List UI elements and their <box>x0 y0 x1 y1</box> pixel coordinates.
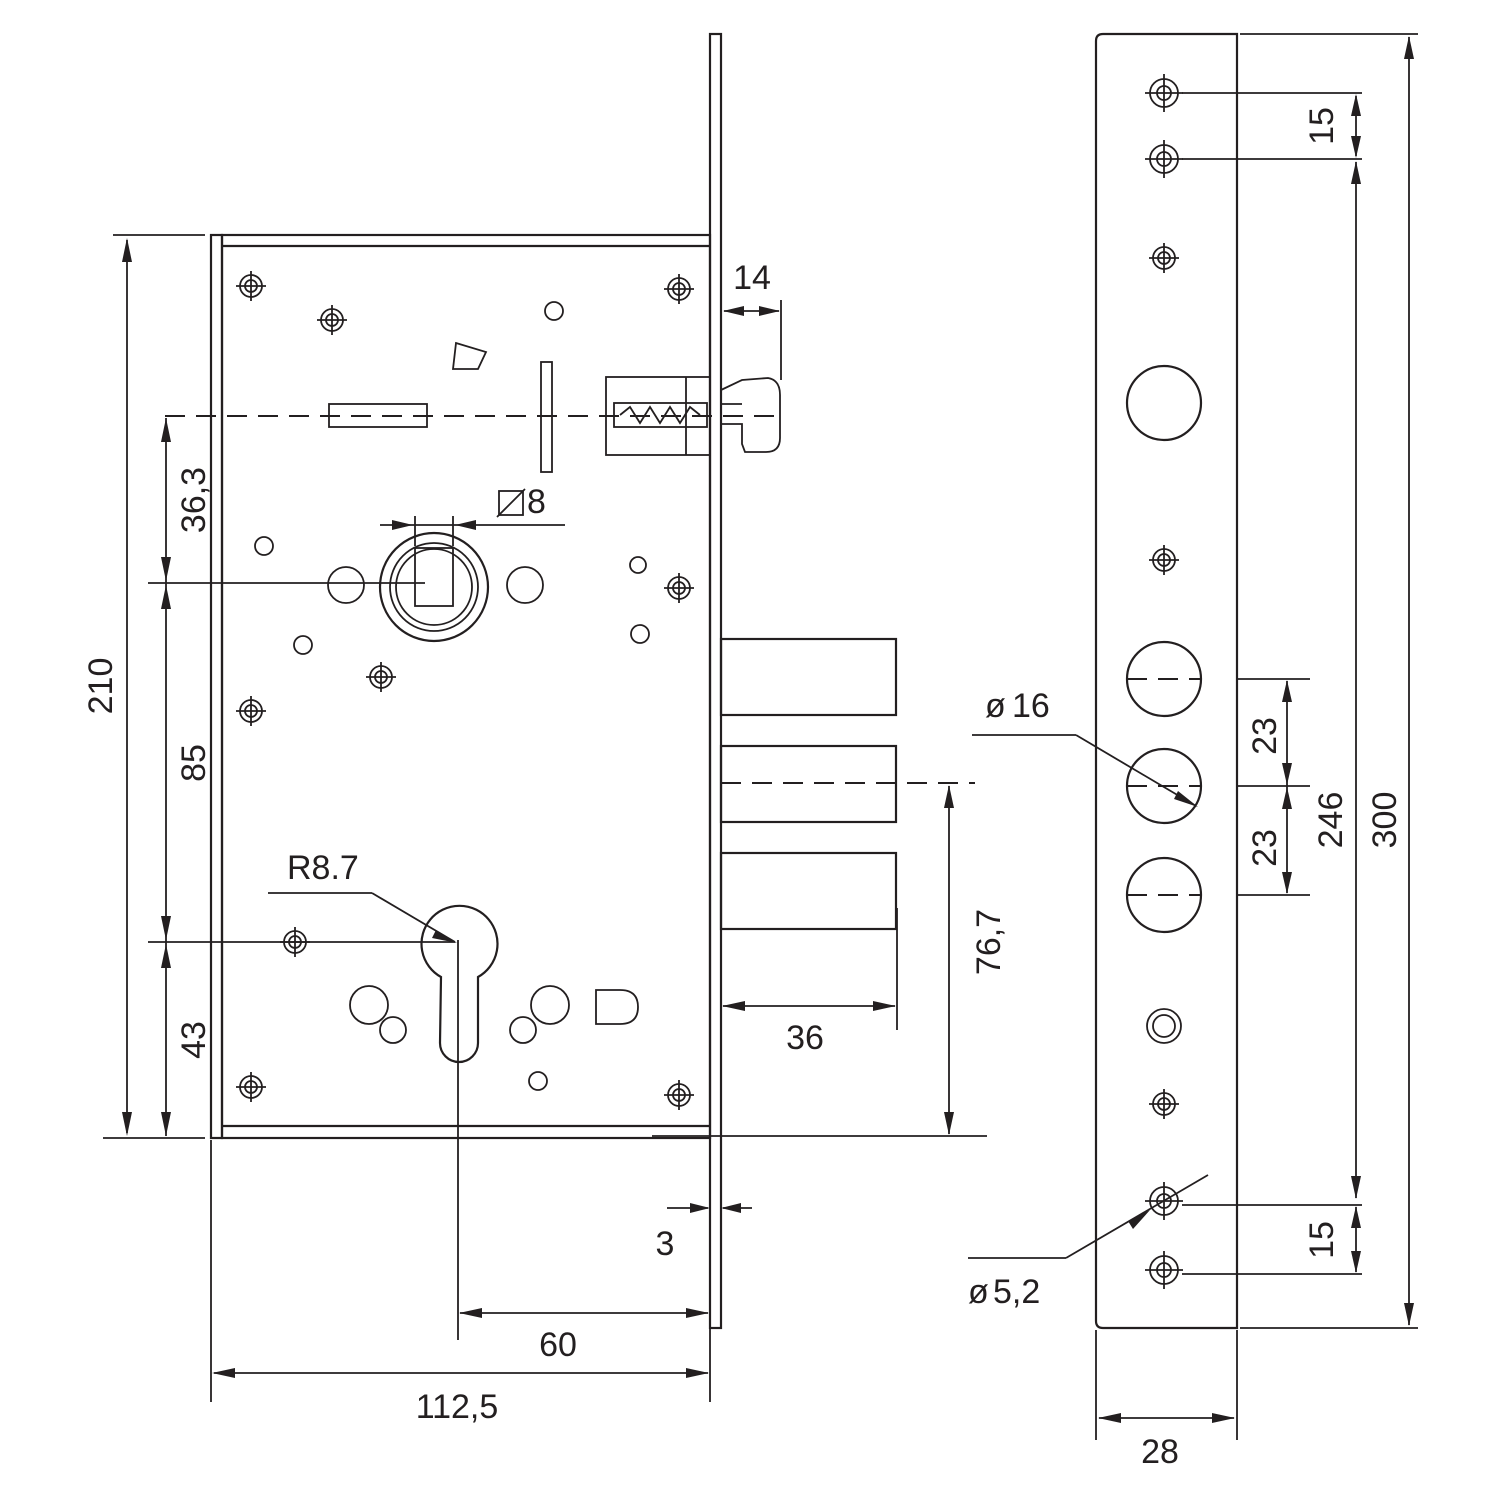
deadbolt-top <box>719 637 898 717</box>
dimension-latch-projection: 14 <box>733 259 771 297</box>
screw-hole-icon <box>1144 139 1184 179</box>
hole-icon <box>509 1016 537 1044</box>
dimension-middle-offset: 85 <box>175 744 213 782</box>
lock-body-view <box>165 32 975 1330</box>
deadbolt-middle <box>719 744 898 824</box>
dimension-screw-spacing-top: 15 <box>1303 107 1341 145</box>
strike-dimensions: 15 246 15 300 23 23 ø <box>968 33 1418 1471</box>
screw-icon <box>663 1079 695 1111</box>
hole-icon <box>530 985 570 1025</box>
screw-hole-icon <box>1144 73 1184 113</box>
deadbolt-bottom <box>719 851 898 931</box>
dimension-strike-width: 28 <box>1141 1433 1179 1471</box>
dimension-bolt-spacing-top: 23 <box>1246 717 1284 755</box>
latch-slot <box>328 403 428 428</box>
screw-icon <box>1148 544 1180 576</box>
hole-icon <box>506 566 544 604</box>
latch-head <box>720 377 781 453</box>
diameter-symbol-icon: ø <box>985 687 1006 725</box>
screw-icon <box>663 572 695 604</box>
screw-icon <box>663 273 695 305</box>
latch-opening <box>1125 364 1203 442</box>
square-spindle-hole <box>414 547 454 607</box>
screw-hole-icon <box>1144 1250 1184 1290</box>
dimension-screw-spacing-bottom: 15 <box>1303 1221 1341 1259</box>
screw-icon <box>1148 242 1180 274</box>
dimension-bolt-spacing-bottom: 23 <box>1246 829 1284 867</box>
lock-case <box>220 233 712 1140</box>
hole-icon <box>349 985 389 1025</box>
dimension-screw-hole-diameter: 5,2 <box>993 1273 1040 1311</box>
hole-icon <box>293 635 313 655</box>
dimension-screw-hole-distance: 246 <box>1312 792 1350 849</box>
hole-icon <box>630 624 650 644</box>
hole-icon <box>544 301 564 321</box>
screw-icon <box>235 1071 267 1103</box>
ring-hole-icon <box>1146 1008 1182 1044</box>
dimension-strike-length: 300 <box>1366 792 1404 849</box>
dimension-body-width: 112,5 <box>416 1388 499 1426</box>
faceplate <box>708 32 723 1330</box>
screw-icon <box>365 661 397 693</box>
dimension-bolt-throw: 36 <box>786 1019 824 1057</box>
screw-icon <box>316 304 348 336</box>
screw-icon <box>235 270 267 302</box>
strike-plate-view <box>1094 32 1239 1330</box>
diameter-symbol-icon: ø <box>968 1273 989 1311</box>
hole-icon <box>254 536 274 556</box>
screw-icon <box>1148 1088 1180 1120</box>
dimension-square-spindle: 8 <box>527 483 546 521</box>
hole-icon <box>379 1016 407 1044</box>
hole-icon <box>327 566 365 604</box>
spindle-hub <box>378 531 490 643</box>
dimension-upper-offset: 36,3 <box>175 467 213 533</box>
d-shape-marker-icon <box>595 989 639 1025</box>
back-plate <box>209 233 224 1140</box>
dimension-faceplate-thickness: 3 <box>656 1225 675 1263</box>
dimension-bolt-diameter: 16 <box>1012 687 1050 725</box>
screw-icon <box>235 695 267 727</box>
hole-icon <box>528 1071 548 1091</box>
dimension-backset: 60 <box>539 1326 577 1364</box>
strike-plate <box>1094 32 1239 1330</box>
dimension-cylinder-radius: R8.7 <box>287 849 359 887</box>
dimension-total-height: 210 <box>82 658 120 715</box>
dimension-lower-offset: 43 <box>175 1021 213 1059</box>
dimension-bolt-height: 76,7 <box>970 909 1008 975</box>
lock-dimensions: 210 36,3 85 43 8 14 R8.7 <box>82 234 1008 1426</box>
square-symbol-icon <box>498 490 524 516</box>
hole-icon <box>629 556 647 574</box>
trapezoid-marker-icon <box>451 341 488 370</box>
